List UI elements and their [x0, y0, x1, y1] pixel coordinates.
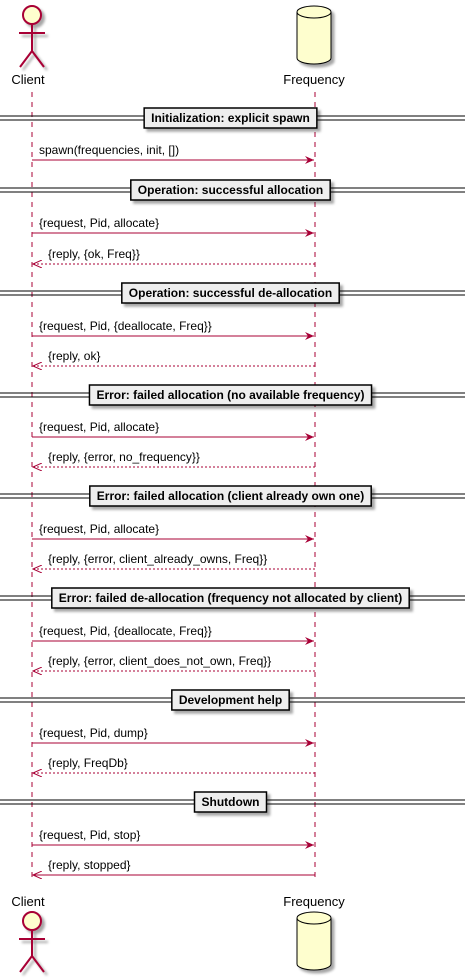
section-divider: Error: failed allocation (no available f… [0, 384, 465, 406]
section-title-box [143, 107, 318, 129]
section-title-box [121, 282, 340, 304]
message-label: {reply, FreqDb} [48, 756, 128, 770]
section-divider: Development help [0, 689, 465, 711]
message: {request, Pid, dump} [32, 726, 314, 747]
database-icon [296, 5, 332, 65]
frequency-label-top: Frequency [283, 72, 345, 87]
message: {reply, {error, client_does_not_own, Fre… [33, 654, 315, 671]
message-label: {request, Pid, allocate} [39, 420, 159, 434]
message: {request, Pid, allocate} [32, 216, 314, 237]
sections: Initialization: explicit spawn spawn(freq… [0, 107, 465, 875]
message: {request, Pid, allocate} [32, 522, 314, 543]
message: {reply, {ok, Freq}} [33, 247, 315, 264]
section-title: Error: failed de-allocation (frequency n… [59, 591, 402, 605]
message: {reply, {error, no_frequency}} [33, 450, 315, 467]
message-label: {reply, {ok, Freq}} [48, 247, 140, 261]
message-label: {reply, stopped} [48, 858, 131, 872]
section-title: Error: failed allocation (client already… [97, 489, 364, 503]
client-actor-icon [22, 5, 42, 25]
message-label: {reply, {error, no_frequency}} [48, 450, 200, 464]
client-label-top: Client [11, 72, 45, 87]
message: {request, Pid, {deallocate, Freq}} [32, 624, 314, 645]
message-label: {request, Pid, stop} [39, 828, 140, 842]
frequency-database-bottom [296, 911, 332, 971]
section-title-box [171, 689, 290, 711]
section-title: Operation: successful de-allocation [129, 286, 332, 300]
section-divider: Operation: successful de-allocation [0, 282, 465, 304]
section-title: Initialization: explicit spawn [151, 111, 310, 125]
message-label: {reply, {error, client_does_not_own, Fre… [48, 654, 271, 668]
message-label: {request, Pid, dump} [39, 726, 148, 740]
section-title: Error: failed allocation (no available f… [96, 388, 364, 402]
message-label: {request, Pid, {deallocate, Freq}} [39, 319, 212, 333]
message: {request, Pid, allocate} [32, 420, 314, 441]
message: {reply, ok} [33, 349, 315, 366]
section-title-box [193, 791, 268, 813]
section-title: Development help [179, 693, 282, 707]
database-icon [296, 911, 332, 971]
client-actor-top [19, 5, 45, 68]
section-divider: Initialization: explicit spawn [0, 107, 465, 129]
message: {request, Pid, {deallocate, Freq}} [32, 319, 314, 340]
message-label: {request, Pid, {deallocate, Freq}} [39, 624, 212, 638]
section-title-box [88, 384, 373, 406]
message: {request, Pid, stop} [32, 828, 314, 849]
client-label-bottom: Client [11, 894, 45, 909]
frequency-label-bottom: Frequency [283, 894, 345, 909]
section-title: Operation: successful allocation [138, 183, 323, 197]
frequency-database-top [296, 5, 332, 65]
message: {reply, stopped} [33, 858, 315, 875]
message: {reply, {error, client_already_owns, Fre… [33, 552, 315, 569]
client-actor-icon [22, 911, 42, 931]
message-label: {reply, ok} [48, 349, 100, 363]
section-divider: Operation: successful allocation [0, 179, 465, 201]
message-label: {reply, {error, client_already_owns, Fre… [48, 552, 267, 566]
message: {reply, FreqDb} [33, 756, 315, 773]
section-title-box [130, 179, 331, 201]
client-actor-bottom [19, 911, 45, 973]
message-label: spawn(frequencies, init, []) [39, 143, 179, 157]
message-label: {request, Pid, allocate} [39, 216, 159, 230]
section-title-box [89, 485, 372, 507]
section-divider: Error: failed de-allocation (frequency n… [0, 587, 465, 609]
section-title: Shutdown [202, 795, 260, 809]
section-divider: Error: failed allocation (client already… [0, 485, 465, 507]
message-label: {request, Pid, allocate} [39, 522, 159, 536]
section-divider: Shutdown [0, 791, 465, 813]
section-title-box [51, 587, 410, 609]
message: spawn(frequencies, init, []) [32, 143, 314, 164]
